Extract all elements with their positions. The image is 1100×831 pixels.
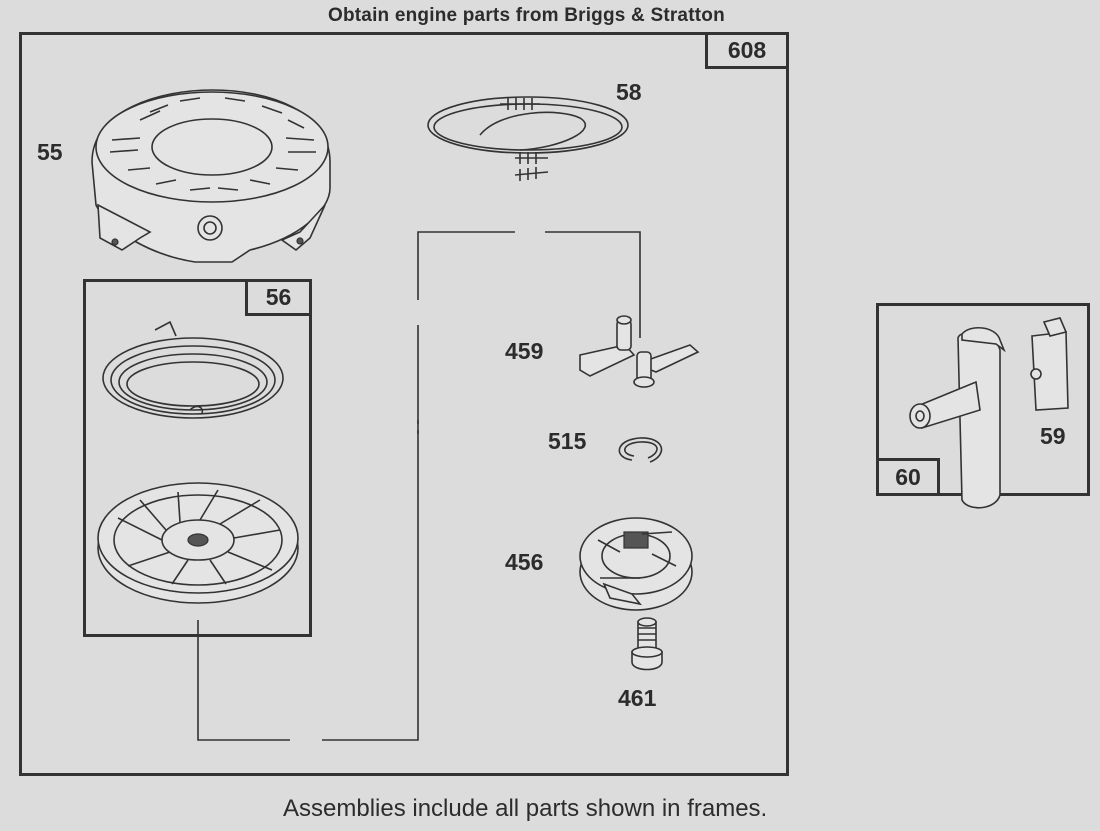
insert-icon[interactable] xyxy=(1030,317,1069,411)
retainer-ring-icon[interactable] xyxy=(618,437,663,463)
pawl-plate-icon[interactable] xyxy=(579,517,693,611)
page-header: Obtain engine parts from Briggs & Stratt… xyxy=(328,5,725,26)
callout-459: 459 xyxy=(505,338,543,364)
callout-59: 59 xyxy=(1040,423,1066,449)
callout-58: 58 xyxy=(616,79,642,105)
leader-lines xyxy=(197,231,641,741)
rewind-assembly-frame-number[interactable]: 56 xyxy=(245,279,312,316)
handle-assembly-frame-number[interactable]: 60 xyxy=(876,458,940,496)
screw-icon[interactable] xyxy=(631,617,663,671)
starter-housing-icon[interactable] xyxy=(91,89,331,263)
callout-55: 55 xyxy=(37,139,63,165)
pulley-icon[interactable] xyxy=(97,482,299,604)
callout-461: 461 xyxy=(618,685,657,711)
main-assembly-frame xyxy=(19,32,789,776)
page-footer-note: Assemblies include all parts shown in fr… xyxy=(283,795,768,822)
callout-515: 515 xyxy=(548,428,587,454)
rewind-spring-icon[interactable] xyxy=(102,320,284,419)
pawl-icon[interactable] xyxy=(579,315,700,388)
main-assembly-frame-number[interactable]: 608 xyxy=(705,32,789,69)
callout-456: 456 xyxy=(505,549,543,575)
starter-handle-icon[interactable] xyxy=(909,327,1006,509)
rope-icon[interactable] xyxy=(427,96,629,181)
